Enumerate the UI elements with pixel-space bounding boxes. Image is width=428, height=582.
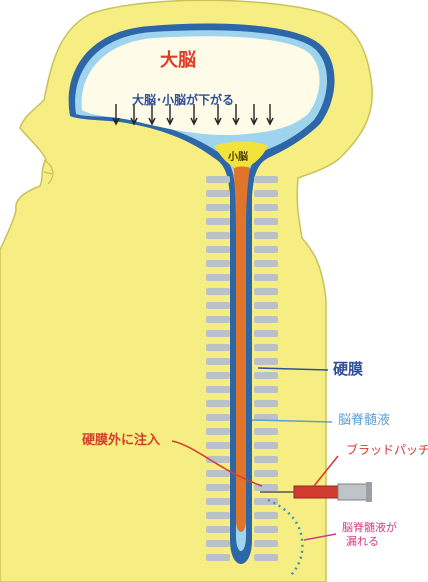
vertebra xyxy=(254,540,278,547)
vertebra xyxy=(254,302,278,309)
vertebra xyxy=(254,372,278,379)
syringe-barrel xyxy=(294,486,338,498)
vertebra xyxy=(206,512,230,519)
vertebra xyxy=(206,470,230,477)
vertebra xyxy=(206,330,230,337)
vertebra xyxy=(206,302,230,309)
vertebra xyxy=(206,176,230,183)
brain-label: 大脳 xyxy=(160,52,196,70)
vertebra xyxy=(254,232,278,239)
sag-label: 大脳･小脳が下がる xyxy=(132,94,234,106)
vertebra xyxy=(206,400,230,407)
syringe-end xyxy=(366,482,372,502)
vertebra xyxy=(254,176,278,183)
syringe-plunger xyxy=(338,484,368,500)
vertebra xyxy=(206,414,230,421)
vertebra xyxy=(254,190,278,197)
vertebra xyxy=(254,316,278,323)
vertebra xyxy=(206,288,230,295)
vertebra xyxy=(206,484,230,491)
vertebra xyxy=(254,274,278,281)
vertebra xyxy=(254,246,278,253)
vertebra xyxy=(206,358,230,365)
vertebra xyxy=(254,386,278,393)
vertebra xyxy=(254,330,278,337)
vertebra xyxy=(254,400,278,407)
csf-label: 脳脊髄液 xyxy=(338,414,390,427)
vertebra xyxy=(254,456,278,463)
vertebra xyxy=(254,470,278,477)
vertebra xyxy=(206,190,230,197)
vertebra xyxy=(254,554,278,561)
vertebra xyxy=(206,274,230,281)
dura-label: 硬膜 xyxy=(333,362,363,377)
vertebra xyxy=(254,358,278,365)
vertebra xyxy=(206,498,230,505)
vertebra xyxy=(254,512,278,519)
vertebra xyxy=(206,344,230,351)
epidural-label: 硬膜外に注入 xyxy=(82,434,160,447)
vertebra xyxy=(206,428,230,435)
vertebra xyxy=(254,442,278,449)
vertebra xyxy=(206,526,230,533)
vertebra xyxy=(254,526,278,533)
leak-label-line1: 脳脊髄液が xyxy=(342,522,397,533)
vertebra xyxy=(206,316,230,323)
vertebra xyxy=(206,232,230,239)
vertebra xyxy=(206,218,230,225)
cerebellum-label: 小脳 xyxy=(228,153,248,163)
leak-label-line2: 漏れる xyxy=(346,536,379,547)
vertebra xyxy=(206,204,230,211)
vertebra xyxy=(254,288,278,295)
vertebra xyxy=(206,540,230,547)
blood-patch-label: ブラッドパッチ xyxy=(346,444,428,456)
vertebra xyxy=(206,246,230,253)
vertebra xyxy=(254,344,278,351)
vertebra xyxy=(254,428,278,435)
vertebra xyxy=(254,260,278,267)
vertebra xyxy=(206,442,230,449)
vertebra xyxy=(206,554,230,561)
vertebra xyxy=(206,260,230,267)
vertebra xyxy=(206,372,230,379)
vertebra xyxy=(254,204,278,211)
vertebra xyxy=(206,386,230,393)
vertebra xyxy=(254,218,278,225)
